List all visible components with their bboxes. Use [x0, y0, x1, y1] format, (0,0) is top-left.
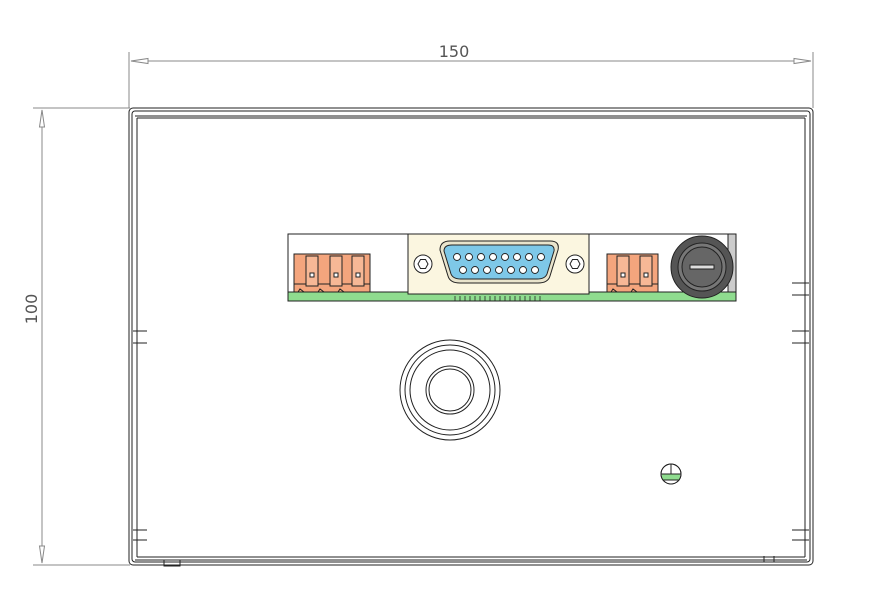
- terminal-block-right: [606, 253, 659, 293]
- ground-symbol: [660, 463, 682, 485]
- height-dimension: [33, 107, 130, 566]
- dsub-pins: [453, 253, 545, 274]
- terminal-block-left: [293, 253, 371, 293]
- dsub-connector: [407, 233, 590, 295]
- fuse-holder: [670, 233, 737, 299]
- cable-gland: [399, 339, 501, 441]
- width-dimension: [128, 52, 814, 108]
- pcb-pin-marks: [454, 296, 541, 301]
- height-dimension-label: 100: [22, 294, 41, 325]
- width-dimension-label: 150: [439, 42, 470, 61]
- enclosure: [128, 107, 814, 567]
